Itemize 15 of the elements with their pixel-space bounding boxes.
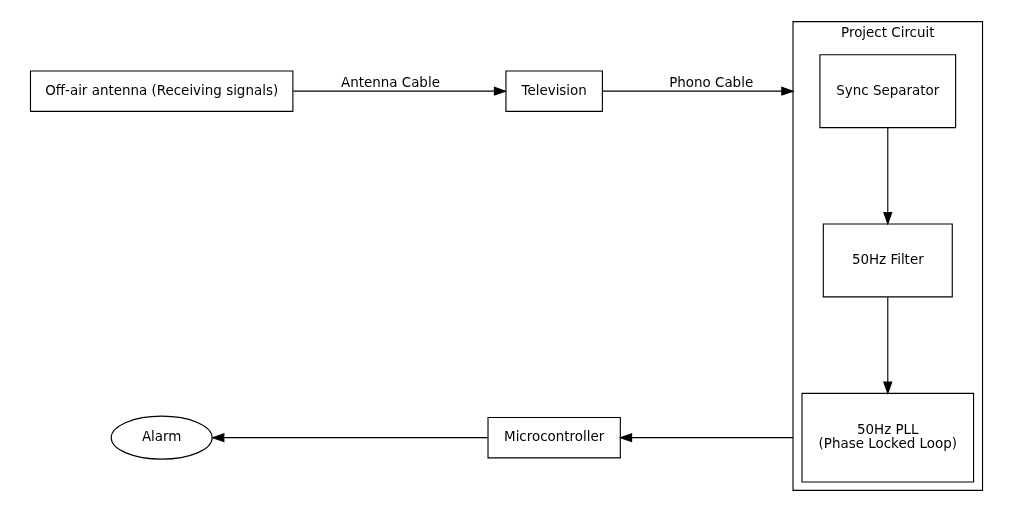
arrow [883, 296, 893, 396]
node-box: 50Hz PLL (Phase Locked Loop) [801, 392, 975, 483]
edge-label: Phono Cable [669, 75, 754, 91]
node-box: Sync Separator [819, 54, 957, 129]
arrow [292, 86, 508, 96]
arrow [210, 432, 489, 443]
node-box: 50Hz Filter [822, 223, 953, 298]
arrow [618, 432, 794, 443]
edge-label: Antenna Cable [340, 75, 440, 91]
arrow [883, 127, 893, 226]
arrow [601, 86, 795, 96]
node-box: Microcontroller [487, 416, 621, 459]
node-ellipse: Alarm [110, 415, 213, 460]
node-box: Off-air antenna (Receiving signals) [29, 70, 294, 112]
node-box: Television [505, 70, 603, 112]
